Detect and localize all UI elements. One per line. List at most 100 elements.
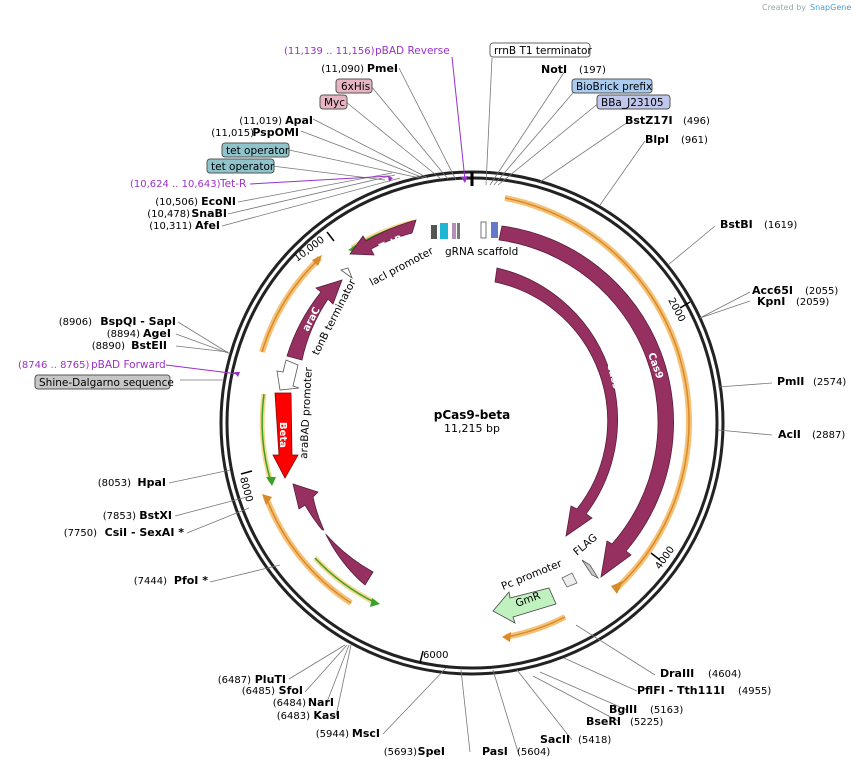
site-pos: (8890): [92, 341, 125, 352]
site-pos: (961): [681, 135, 708, 146]
site-name: PfoI *: [174, 574, 208, 587]
beta-arrow: [272, 392, 299, 479]
site-name: BspQI - SapI: [100, 315, 176, 328]
bba-marker: [491, 222, 498, 238]
site-pos: (10,478): [147, 209, 190, 220]
tet-operator-label-1: tet operator: [226, 145, 290, 157]
tet-operator-label-2: tet operator: [211, 161, 275, 173]
primer-lines: [165, 56, 466, 375]
site-name: CsiI - SexAI *: [105, 526, 185, 539]
site-pos: (11,090): [321, 64, 364, 75]
pc-promoter-label: Pc promoter: [500, 557, 565, 592]
tonb-marker: [340, 267, 353, 280]
site-pos: (5418): [578, 735, 611, 746]
pbad-reverse-range: (11,139 .. 11,156): [284, 46, 375, 57]
site-pos: (5693): [384, 747, 417, 758]
bba-j23105-label: BBa_J23105: [601, 97, 664, 109]
site-pos: (5225): [630, 717, 663, 728]
site-name: DraIII: [660, 667, 694, 680]
site-pos: (2055): [805, 286, 838, 297]
site-pos: (197): [579, 65, 606, 76]
site-pos: (6485): [242, 686, 275, 697]
site-pos: (11,019): [239, 116, 282, 127]
sites-left: SpeI (5693) MscI (5944) KasI (6483) NarI…: [59, 62, 445, 758]
biobrick-prefix-label: BioBrick prefix: [576, 81, 652, 93]
site-name: BlpI: [645, 133, 669, 146]
site-pos: (1619): [764, 220, 797, 231]
promoter-marker-dark: [431, 225, 437, 239]
site-pos: (8053): [98, 478, 131, 489]
flag-arrow: [581, 559, 600, 579]
site-name: MscI: [352, 727, 380, 740]
pbad-reverse-name: pBAD Reverse: [375, 45, 450, 57]
site-name: BstXI: [139, 509, 172, 522]
site-pos: (2059): [796, 297, 829, 308]
site-pos: (496): [683, 116, 710, 127]
tetr-primer-name: Tet-R: [219, 178, 246, 190]
site-pos: (4604): [708, 669, 741, 680]
tetr-primer-range: (10,624 .. 10,643): [130, 179, 221, 190]
site-pos: (7444): [134, 576, 167, 587]
site-name: PspOMI: [252, 126, 299, 139]
site-name: Acc65I: [752, 284, 793, 297]
credit-brand: SnapGene: [810, 3, 851, 12]
sites-right: NotI (197) BstZ17I (496) BlpI (961) BstB…: [482, 63, 846, 758]
site-name: SnaBI: [191, 207, 227, 220]
site-pos: (10,506): [155, 197, 198, 208]
boxed-labels: rrnB T1 terminator BioBrick prefix BBa_J…: [34, 42, 671, 390]
laci-label: lacI promoter: [368, 245, 436, 289]
site-pos: (10,311): [149, 221, 192, 232]
site-name: ApaI: [285, 114, 313, 127]
site-name: NarI: [308, 696, 334, 709]
site-name: AfeI: [195, 219, 220, 232]
site-name: BglII: [609, 703, 637, 716]
site-pos: (11,015): [211, 128, 254, 139]
credit-prefix: Created by: [762, 3, 806, 12]
gmr-arrow: [492, 587, 557, 624]
site-name: PmlI: [777, 375, 804, 388]
6xhis-label: 6xHis: [341, 81, 370, 93]
site-name: PluTI: [255, 673, 286, 686]
site-pos: (6484): [273, 698, 306, 709]
site-name: PflFI - Tth111I: [637, 684, 725, 697]
site-name: BstBI: [720, 218, 753, 231]
rrnb-t1-label: rrnB T1 terminator: [494, 45, 592, 57]
site-name: AgeI: [143, 327, 171, 340]
site-name: AclI: [778, 428, 801, 441]
site-name: BseRI: [586, 715, 621, 728]
site-pos: (7750): [64, 528, 97, 539]
site-name: KasI: [313, 709, 340, 722]
site-pos: (2574): [813, 377, 846, 388]
site-name: BstEII: [131, 339, 167, 352]
site-pos: (7853): [103, 511, 136, 522]
site-name: SfoI: [279, 684, 303, 697]
arac-arrow: [286, 279, 343, 361]
grna-marker-cyan: [440, 223, 448, 239]
site-pos: (6483): [277, 711, 310, 722]
pbad-forward-range: (8746 .. 8765): [18, 360, 90, 371]
plasmid-length: 11,215 bp: [444, 422, 500, 435]
site-pos: (4955): [738, 686, 771, 697]
site-name: EcoNI: [201, 195, 236, 208]
pc-promoter-marker: [561, 572, 578, 588]
site-pos: (6487): [218, 675, 251, 686]
site-name: SpeI: [418, 745, 445, 758]
pbad-forward-name: pBAD Forward: [91, 359, 166, 371]
site-name: BstZ17I: [625, 114, 673, 127]
orf-arcs: [259, 195, 693, 642]
site-pos: (5163): [650, 705, 683, 716]
beta-label: Beta: [277, 422, 288, 448]
site-pos: (8894): [107, 329, 140, 340]
trfa-label: trfA: [320, 513, 341, 538]
arabad-label: araBAD promoter: [298, 366, 315, 459]
site-pos: (8906): [59, 317, 92, 328]
arabad-arrow: [276, 359, 300, 391]
trfa-arrow: [292, 483, 374, 586]
site-pos: (5604): [517, 747, 550, 758]
flag-label: FLAG: [571, 532, 600, 559]
tick-label-6000: 6000: [423, 650, 448, 661]
site-name: HpaI: [137, 476, 166, 489]
plasmid-name: pCas9-beta: [434, 408, 511, 422]
site-name: SacII: [540, 733, 570, 746]
